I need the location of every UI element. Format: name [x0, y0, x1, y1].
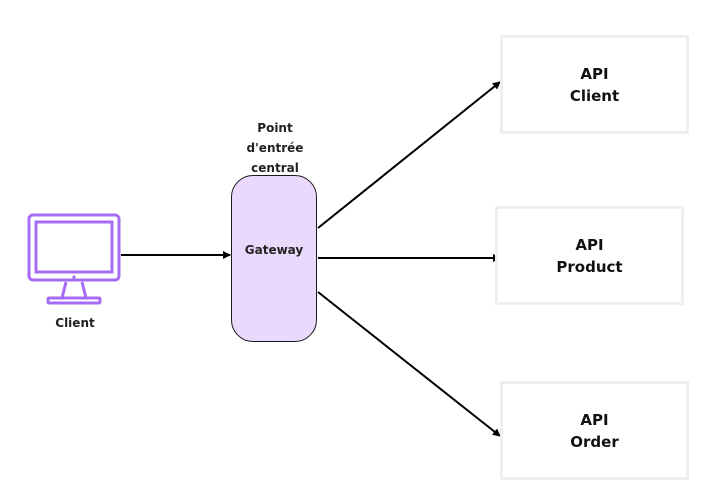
api-order-node: API Order [500, 381, 689, 480]
api-order-line2: Order [570, 432, 619, 451]
gateway-caption-line: d'entrée [246, 141, 304, 155]
gateway-caption-line: Point [257, 121, 293, 135]
client-label: Client [55, 316, 95, 330]
gateway-label: Gateway [244, 242, 304, 257]
api-product-line2: Product [556, 257, 623, 276]
api-product-line1: API [575, 235, 604, 254]
gateway-caption: Point d'entrée central [235, 118, 315, 178]
api-client-node: API Client [500, 35, 689, 134]
monitor-icon [26, 212, 122, 308]
edge-gateway-to-api-client [317, 81, 501, 229]
gateway-node: Gateway [231, 175, 317, 342]
api-client-line2: Client [569, 86, 620, 105]
api-product-node: API Product [495, 206, 684, 305]
api-client-line1: API [580, 64, 609, 83]
gateway-caption-line: central [251, 161, 299, 175]
api-order-line1: API [580, 410, 609, 429]
edge-gateway-to-api-order [317, 291, 501, 437]
